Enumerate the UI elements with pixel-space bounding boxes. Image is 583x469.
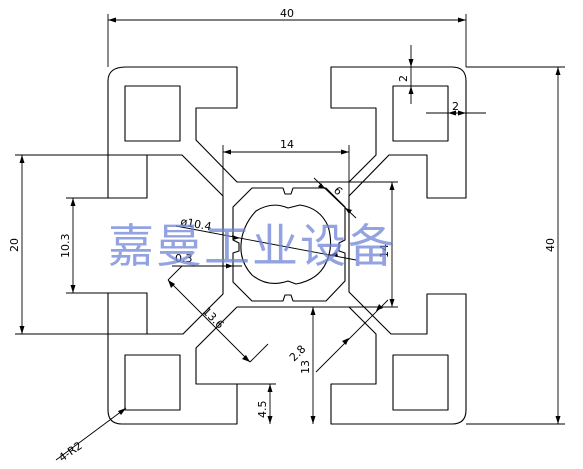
center-core bbox=[232, 187, 346, 302]
dim-web-thickness: 0.3 bbox=[175, 252, 193, 265]
dim-corner-offset-side: 2 bbox=[452, 100, 459, 113]
watermark-text: 嘉曼工业设备 bbox=[108, 219, 396, 273]
dim-diagonal: 13.6 bbox=[200, 305, 227, 332]
dim-center-span-vertical: 14 bbox=[378, 244, 391, 258]
corner-cavity-top-left bbox=[124, 85, 181, 142]
dim-slot-inner: 10.3 bbox=[59, 234, 72, 259]
dim-center-span: 14 bbox=[280, 138, 294, 151]
dim-center-bore: ø10.4 bbox=[179, 215, 212, 233]
dim-overall-height: 40 bbox=[544, 238, 557, 252]
profile-outline bbox=[107, 66, 467, 425]
dim-slot-opening: 20 bbox=[8, 238, 21, 252]
center-bore bbox=[240, 204, 332, 285]
dim-slot-depth: 13 bbox=[299, 360, 312, 374]
dim-slot-lip: 4.5 bbox=[256, 401, 269, 419]
dim-corner-offset-top: 2 bbox=[397, 75, 410, 82]
corner-cavity-bottom-right bbox=[392, 354, 449, 411]
dim-corner-radius: 4-R2 bbox=[56, 439, 84, 464]
corner-cavity-top-right bbox=[392, 85, 449, 142]
corner-cavity-bottom-left bbox=[124, 354, 181, 411]
dim-overall-width: 40 bbox=[280, 7, 294, 20]
dimension-lines bbox=[15, 14, 565, 461]
